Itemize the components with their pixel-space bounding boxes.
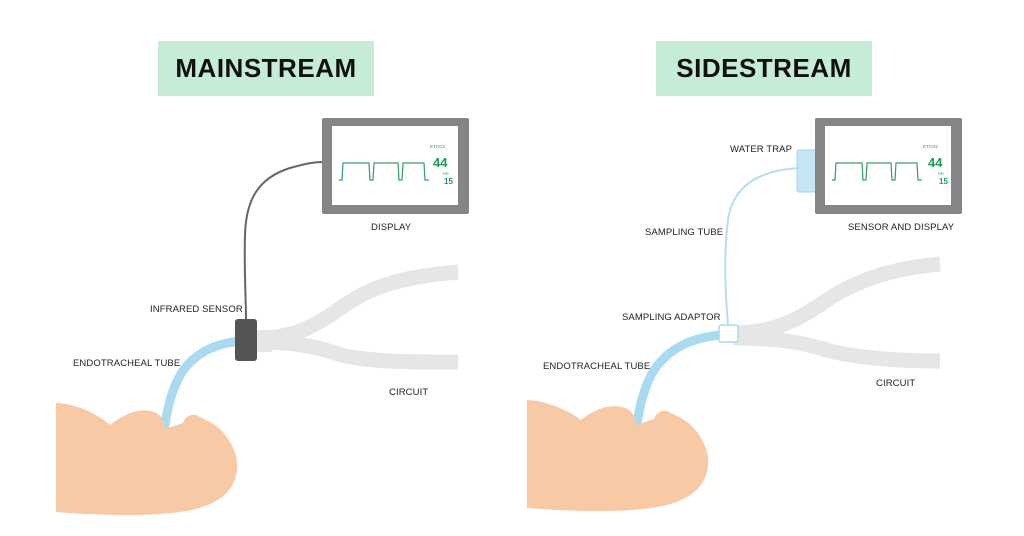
sidestream-sensor-and-display-label: SENSOR AND DISPLAY: [848, 222, 955, 233]
mainstream-sensor-cable: [243, 161, 324, 321]
sidestream-sampling-tube-line: [724, 167, 801, 326]
mainstream-title: MAINSTREAM: [175, 53, 357, 83]
sidestream-patient-head: [527, 400, 709, 511]
sidestream-rr-label: RR: [938, 171, 944, 176]
sidestream-waveform: [832, 162, 922, 181]
sidestream-circuit: [732, 256, 941, 369]
sidestream-panel: ETCO2 44 RR 15: [527, 118, 962, 511]
mainstream-patient-head: [56, 403, 238, 515]
mainstream-infrared-sensor-label: INFRARED SENSOR: [150, 304, 243, 315]
sampling-adaptor-device: [718, 324, 739, 343]
mainstream-endotracheal-tube-label: ENDOTRACHEAL TUBE: [73, 358, 181, 369]
sidestream-etco2-value: 44: [928, 155, 943, 170]
sidestream-sampling-adaptor-label: SAMPLING ADAPTOR: [622, 312, 721, 323]
mainstream-endotracheal-tube: [158, 336, 245, 445]
sidestream-endotracheal-tube: [631, 330, 725, 435]
water-trap-device: [796, 149, 818, 193]
sidestream-circuit-label: CIRCUIT: [876, 378, 916, 389]
sidestream-endotracheal-tube-label: ENDOTRACHEAL TUBE: [543, 361, 651, 372]
mainstream-rr-value: 15: [444, 177, 453, 186]
sidestream-title-box: SIDESTREAM: [656, 41, 872, 96]
mainstream-etco2-value: 44: [433, 155, 448, 170]
mainstream-rr-label: RR: [443, 171, 449, 176]
mainstream-waveform: [339, 162, 429, 181]
mainstream-etco2-label: ETCO2: [430, 144, 446, 149]
sidestream-etco2-label: ETCO2: [923, 144, 939, 149]
sidestream-rr-value: 15: [939, 177, 948, 186]
mainstream-circuit-label: CIRCUIT: [389, 387, 429, 398]
mainstream-title-box: MAINSTREAM: [158, 41, 374, 96]
sidestream-sampling-tube-label: SAMPLING TUBE: [645, 227, 724, 238]
mainstream-circuit: [254, 264, 459, 370]
sidestream-water-trap-label: WATER TRAP: [730, 144, 793, 155]
sidestream-monitor: ETCO2 44 RR 15: [815, 118, 962, 214]
sidestream-title: SIDESTREAM: [676, 53, 852, 83]
infrared-sensor-device: [235, 319, 257, 361]
mainstream-monitor: ETCO2 44 RR 15: [322, 118, 469, 214]
mainstream-panel: ETCO2 44 RR 15: [56, 118, 469, 515]
mainstream-display-label: DISPLAY: [371, 222, 412, 233]
